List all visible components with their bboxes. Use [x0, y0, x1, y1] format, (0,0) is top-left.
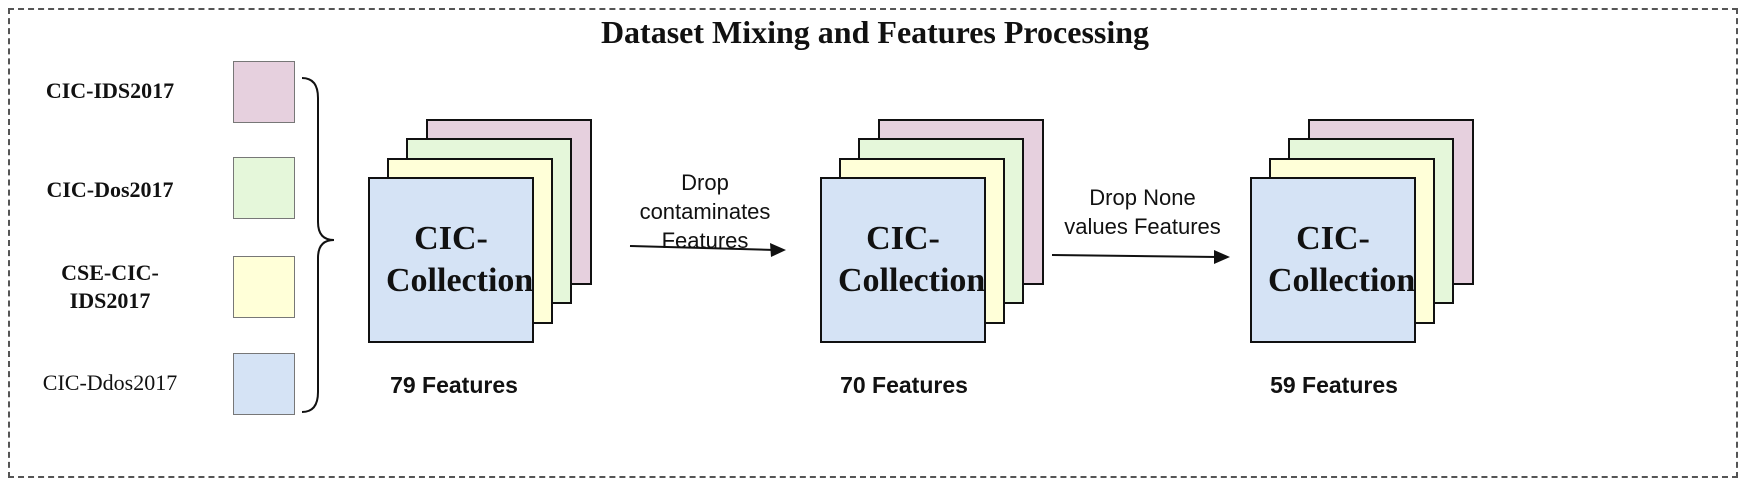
- arrow-1: [629, 243, 786, 257]
- stack-2-layer-blue: CIC-Collection: [820, 177, 986, 343]
- diagram-title: Dataset Mixing and Features Processing: [600, 14, 1150, 50]
- grouping-brace: [301, 77, 335, 413]
- arrow-1-label: Drop contaminates Features: [639, 170, 771, 253]
- stack-1-layer-blue: CIC-Collection: [368, 177, 534, 343]
- stack-3-layer-blue: CIC-Collection: [1250, 177, 1416, 343]
- stack-1-label: CIC-Collection: [386, 220, 534, 299]
- stack-2-label: CIC-Collection: [838, 220, 986, 299]
- stack-2-features: 70 Features: [840, 372, 968, 398]
- stack-1-features: 79 Features: [390, 372, 518, 398]
- arrow-2-label: Drop None values Features: [1064, 185, 1221, 239]
- dataset-swatch-cic-ids2017: [233, 61, 295, 123]
- dataset-label-cic-ids2017: CIC-IDS2017: [45, 78, 175, 103]
- dataset-label-cic-dos2017: CIC-Dos2017: [46, 177, 174, 202]
- dataset-swatch-cic-dos2017: [233, 157, 295, 219]
- stack-3-label: CIC-Collection: [1268, 220, 1416, 299]
- dataset-swatch-cse-cic-ids2017: [233, 256, 295, 318]
- dataset-swatch-cic-ddos2017: [233, 353, 295, 415]
- stack-3-features: 59 Features: [1270, 372, 1398, 398]
- diagram-frame: [8, 8, 1738, 478]
- arrow-2: [1051, 250, 1230, 264]
- dataset-label-cse-cic-ids2017: CSE-CIC-IDS2017: [61, 260, 159, 313]
- dataset-label-cic-ddos2017: CIC-Ddos2017: [42, 370, 178, 395]
